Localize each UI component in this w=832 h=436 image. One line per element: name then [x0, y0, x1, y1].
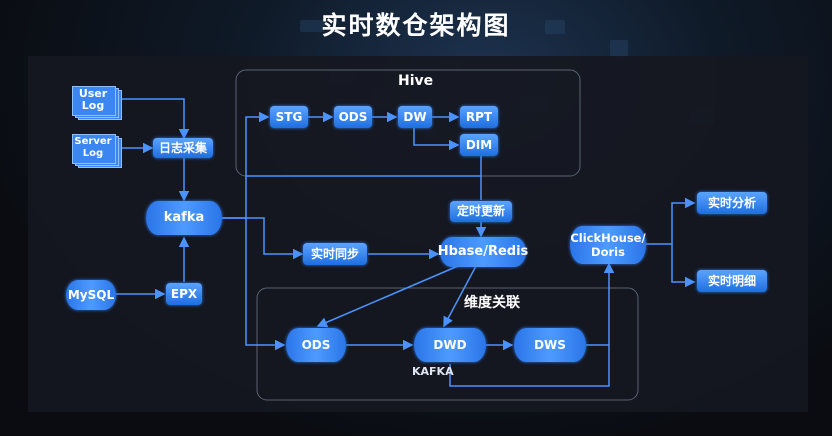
stg-node: STG	[270, 106, 308, 128]
ods-kafka-node: ODS	[286, 328, 346, 362]
epx-node: EPX	[166, 283, 202, 305]
realtime-sync-node: 实时同步	[303, 243, 367, 265]
dws-node: DWS	[514, 328, 586, 362]
server-log-label: Server Log	[74, 136, 112, 159]
server-log-node: Server Log	[72, 134, 122, 168]
log-collect-node: 日志采集	[153, 138, 213, 158]
dim-node: DIM	[460, 134, 498, 156]
clickhouse-doris-node: ClickHouse/ Doris	[570, 226, 646, 264]
kafka-group-border	[256, 287, 639, 401]
user-log-label: User Log	[78, 87, 108, 112]
kafka-caption: KAFKA	[412, 365, 454, 378]
realtime-detail-node: 实时明细	[697, 270, 767, 292]
realtime-analysis-node: 实时分析	[697, 192, 767, 214]
dw-node: DW	[398, 106, 432, 128]
dwd-node: DWD	[414, 328, 486, 362]
hbase-redis-node: Hbase/Redis	[438, 237, 528, 267]
user-log-node: User Log	[72, 86, 122, 120]
rpt-node: RPT	[460, 106, 498, 128]
kafka-node: kafka	[146, 201, 222, 235]
mysql-node: MySQL	[66, 280, 116, 310]
page-title: 实时数仓架构图	[321, 11, 511, 40]
scheduled-update-node: 定时更新	[450, 201, 512, 222]
kafka-group-label: 维度关联	[464, 295, 520, 311]
ods-hive-node: ODS	[334, 106, 372, 128]
hive-group-label: Hive	[398, 73, 434, 89]
